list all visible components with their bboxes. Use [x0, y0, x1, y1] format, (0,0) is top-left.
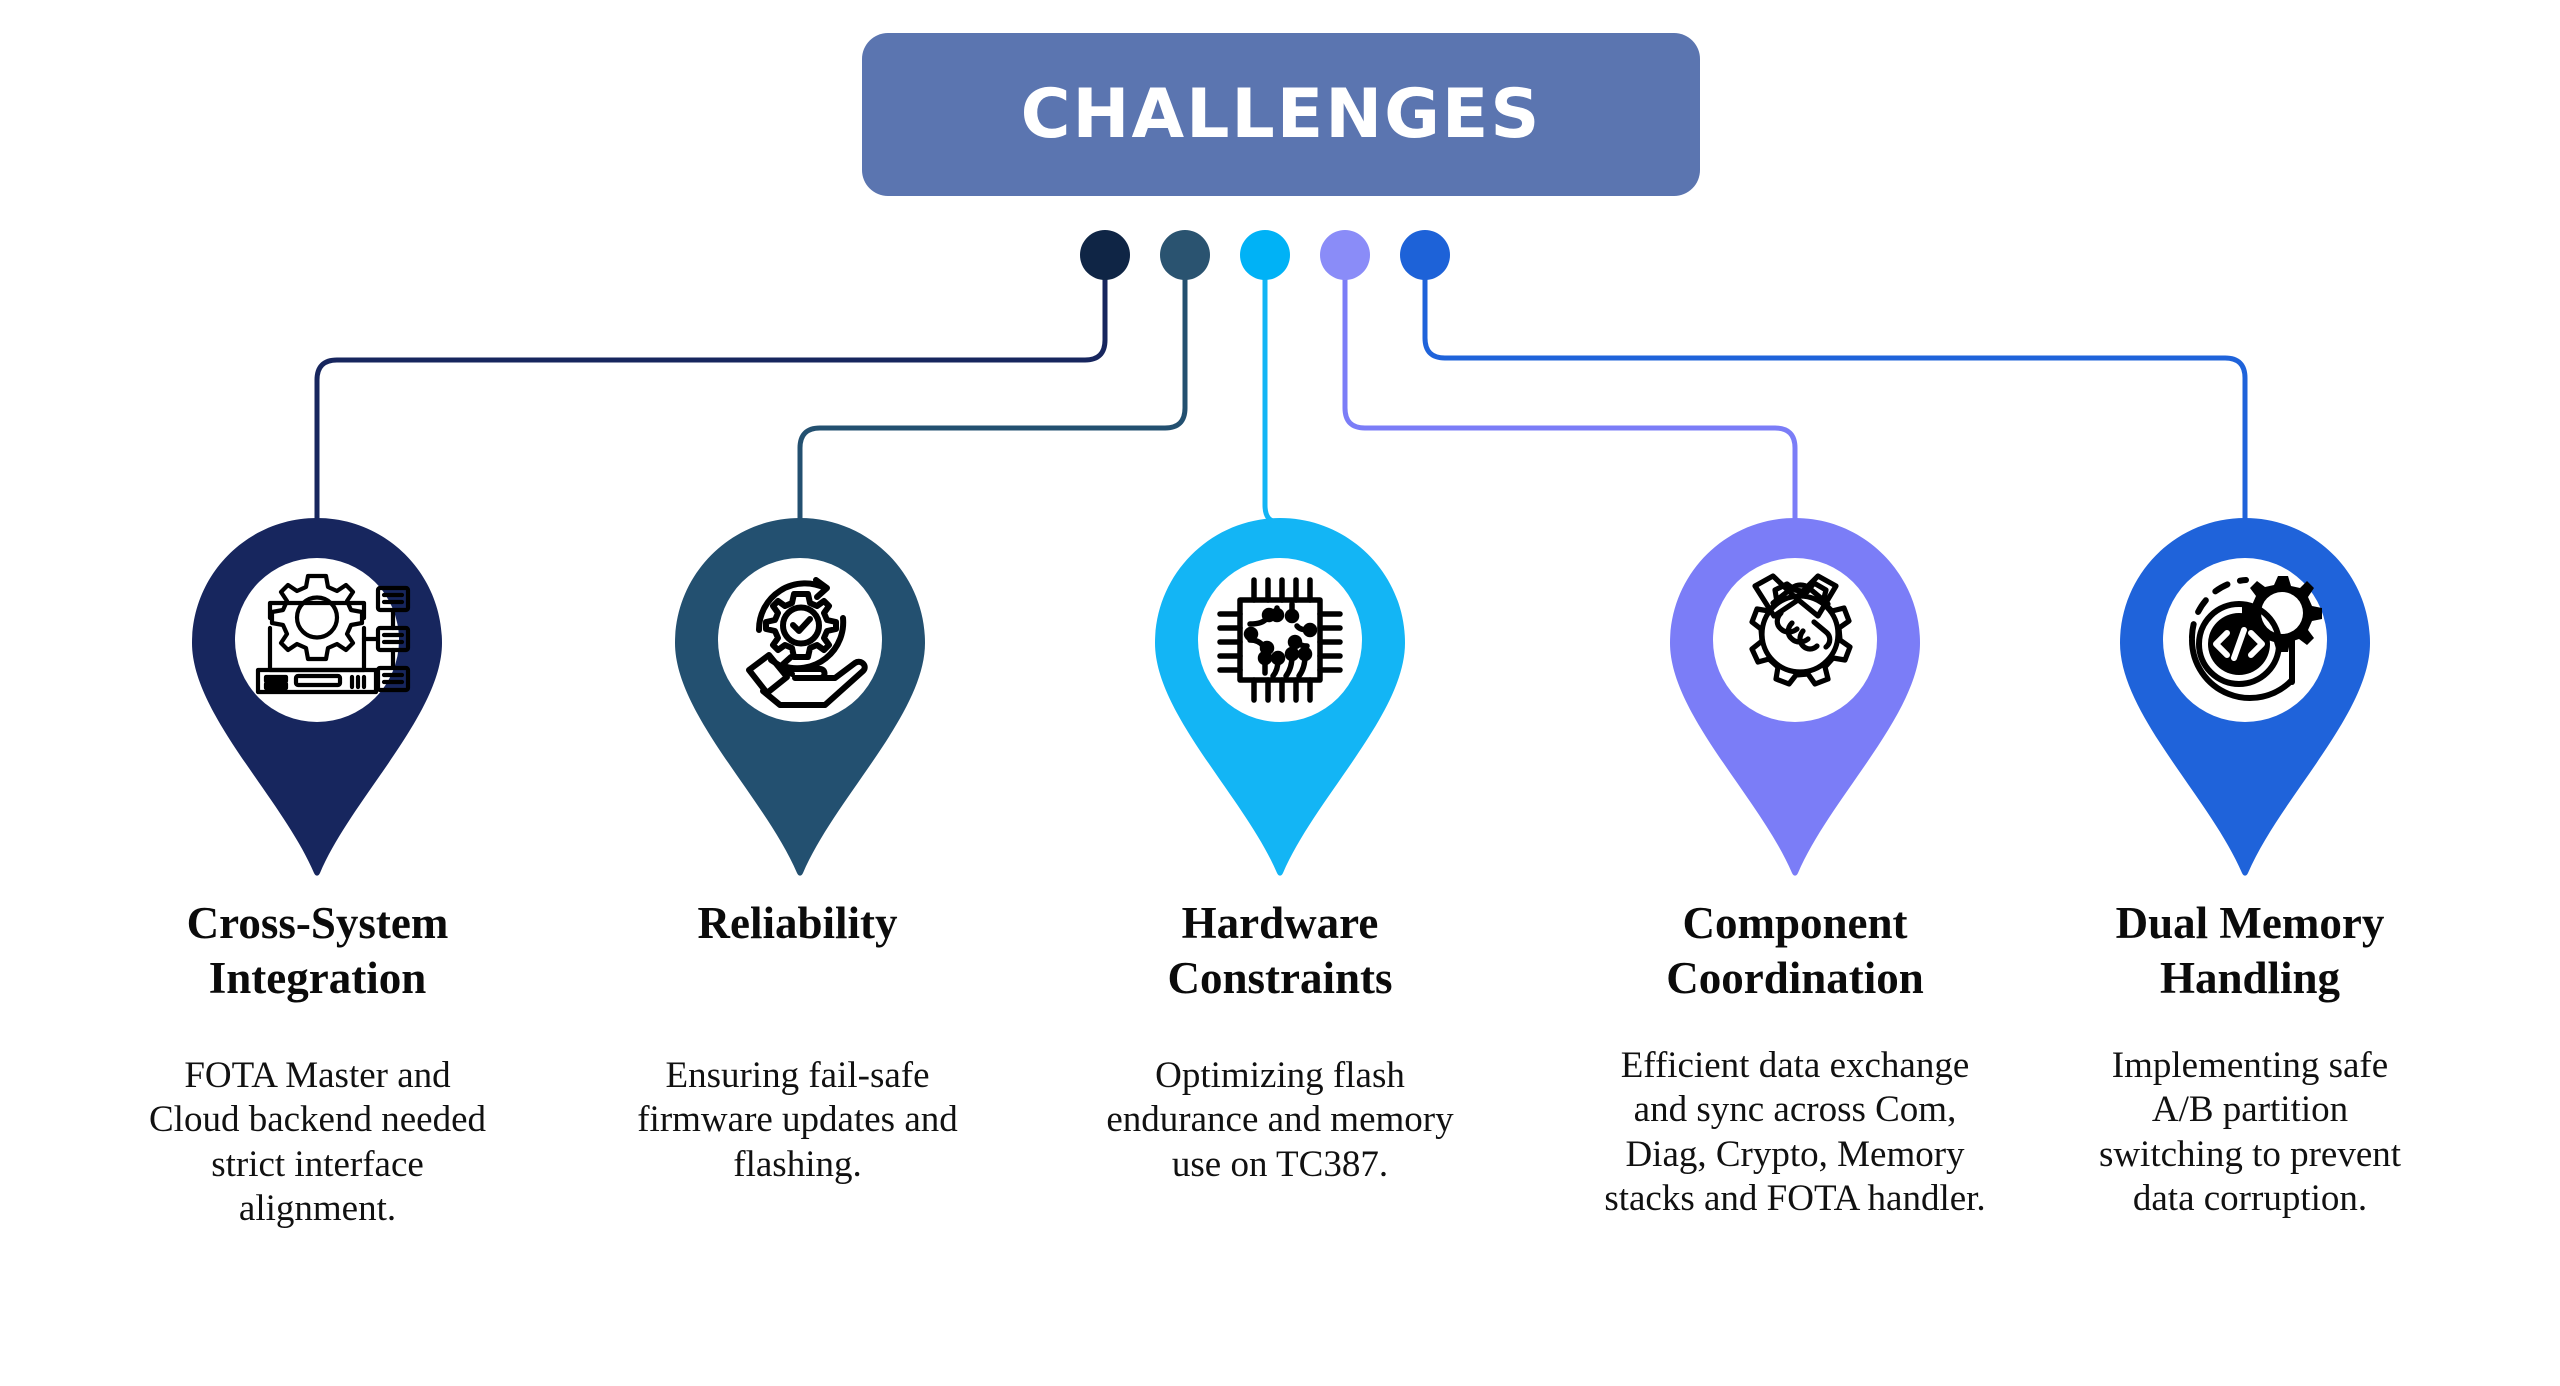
microchip-icon — [1217, 577, 1343, 703]
connector-dot-5 — [1400, 230, 1450, 280]
connector-line-5 — [1422, 255, 2248, 522]
column-text-dual-memory-handling: Dual Memory Handling Implementing safe A… — [2045, 896, 2455, 1221]
pin-marker-hardware-constraints[interactable] — [1155, 518, 1405, 878]
handshake-gear-icon — [1749, 573, 1853, 687]
header-banner: CHALLENGES — [862, 33, 1700, 196]
connector-line-1 — [314, 255, 1108, 522]
connector-line-2 — [797, 255, 1188, 522]
column-text-cross-system-integration: Cross-System Integration FOTA Master and… — [105, 896, 530, 1231]
page-title: CHALLENGES — [1020, 74, 1542, 154]
column-title: Component Coordination — [1666, 898, 1924, 1003]
pin-marker-cross-system-integration[interactable] — [192, 518, 442, 878]
code-gear-refresh-icon — [2188, 576, 2322, 701]
column-text-component-coordination: Component Coordination Efficient data ex… — [1580, 896, 2010, 1221]
column-description: Efficient data exchange and sync across … — [1604, 1044, 1986, 1219]
column-description: Implementing safe A/B partition switchin… — [2098, 1044, 2402, 1219]
connector-dot-3 — [1240, 230, 1290, 280]
column-text-reliability: Reliability Ensuring fail-safe firmware … — [585, 896, 1010, 1187]
connector-line-3 — [1262, 255, 1279, 525]
column-description: Optimizing flash endurance and memory us… — [1106, 1054, 1454, 1185]
column-title: Cross-System Integration — [186, 898, 449, 1003]
pin-marker-dual-memory-handling[interactable] — [2120, 518, 2370, 878]
column-title: Hardware Constraints — [1167, 898, 1393, 1003]
connector-dot-2 — [1160, 230, 1210, 280]
column-description: FOTA Master and Cloud backend needed str… — [149, 1054, 486, 1229]
pin-marker-component-coordination[interactable] — [1670, 518, 1920, 878]
hand-gear-check-icon — [746, 577, 868, 708]
column-description: Ensuring fail-safe firmware updates and … — [637, 1054, 958, 1185]
column-text-hardware-constraints: Hardware Constraints Optimizing flash en… — [1075, 896, 1485, 1187]
connector-dot-1 — [1080, 230, 1130, 280]
column-title: Dual Memory Handling — [2115, 898, 2385, 1003]
pin-marker-reliability[interactable] — [675, 518, 925, 878]
connector-line-4 — [1342, 255, 1798, 522]
column-title: Reliability — [697, 898, 898, 948]
laptop-gear-network-icon — [255, 573, 411, 695]
connector-dot-4 — [1320, 230, 1370, 280]
